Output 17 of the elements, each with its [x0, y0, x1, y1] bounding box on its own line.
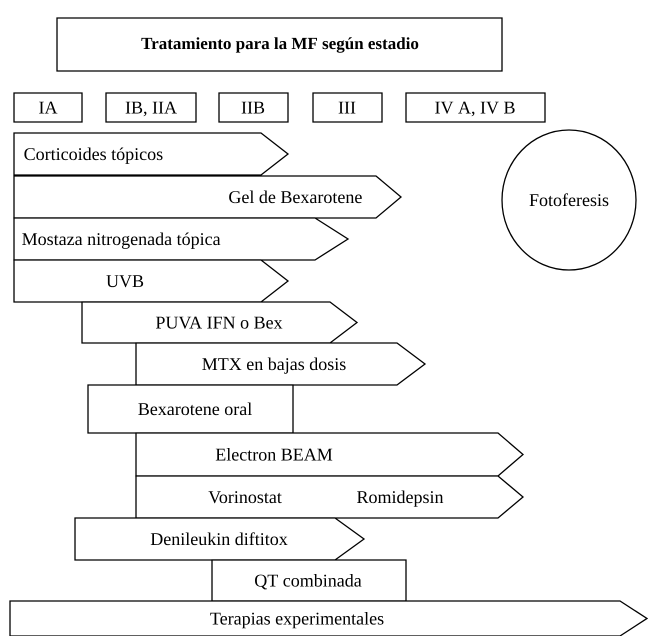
- stage-label-box: III: [312, 92, 383, 123]
- stage-label-box: IV A, IV B: [405, 92, 546, 123]
- stage-label-box: IA: [13, 92, 83, 123]
- treatment-banner: Gel de Bexarotene: [13, 175, 402, 219]
- treatment-banner: Mostaza nitrogenada tópica: [13, 217, 350, 261]
- treatment-banner: Electron BEAM: [135, 432, 524, 477]
- treatment-banner: Denileukin diftitox: [74, 517, 366, 561]
- treatment-banner: Vorinostat Romidepsin: [135, 475, 524, 519]
- treatment-banner: PUVA IFN o Bex: [81, 301, 358, 344]
- treatment-banner: MTX en bajas dosis: [135, 342, 426, 386]
- stage-label-box: IIB: [218, 92, 289, 123]
- treatment-box: Bexarotene oral: [87, 384, 294, 434]
- stage-label-box: IB, IIA: [105, 92, 197, 123]
- treatment-banner: UVB: [13, 259, 290, 303]
- treatment-box: QT combinada: [211, 559, 407, 602]
- treatment-banner: Corticoides tópicos: [13, 132, 290, 176]
- title-box: Tratamiento para la MF según estadio: [56, 17, 503, 72]
